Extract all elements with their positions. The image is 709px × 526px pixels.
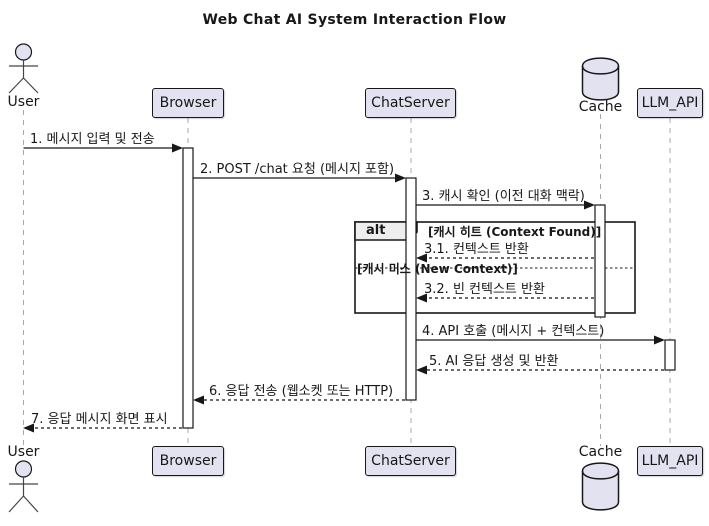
message-label-5: 5. AI 응답 생성 및 반환	[429, 354, 559, 369]
participant-user-top: User	[7, 94, 40, 110]
message-label-7: 7. 응답 메시지 화면 표시	[31, 412, 168, 427]
participant-llm-api-top: LLM_API	[637, 88, 703, 118]
activation-chatserver	[405, 177, 417, 401]
message-label-3-2: 3.2. 빈 컨텍스트 반환	[424, 282, 545, 297]
database-icon	[581, 57, 620, 101]
message-label-4: 4. API 호출 (메시지 + 컨텍스트)	[422, 324, 605, 339]
diagram-title: Web Chat AI System Interaction Flow	[202, 12, 507, 28]
alt-fragment-frame	[354, 221, 636, 314]
message-label-6: 6. 응답 전송 (웹소켓 또는 HTTP)	[209, 384, 394, 399]
message-arrows	[23, 143, 665, 433]
message-label-2: 2. POST /chat 요청 (메시지 포함)	[200, 162, 395, 177]
alt-condition-miss: [캐시 미스 (New Context)]	[357, 262, 518, 276]
activation-llm-api	[664, 339, 676, 371]
activation-browser	[182, 147, 194, 429]
participant-browser-bottom: Browser	[152, 446, 224, 476]
user-actor-icon	[8, 43, 39, 94]
participant-chatserver-top: ChatServer	[365, 88, 456, 118]
alt-condition-hit: [캐시 히트 (Context Found)]	[428, 225, 602, 239]
participant-chatserver-bottom: ChatServer	[365, 446, 456, 476]
participant-browser-top: Browser	[152, 88, 224, 118]
alt-operator-label: alt	[366, 223, 386, 238]
message-label-3: 3. 캐시 확인 (이전 대화 맥락)	[422, 189, 585, 204]
participant-llm-api-bottom: LLM_API	[637, 446, 703, 476]
message-label-3-1: 3.1. 컨텍스트 반환	[424, 242, 529, 257]
activation-bars	[182, 147, 676, 429]
participant-cache-top: Cache	[578, 99, 623, 115]
participant-user-bottom: User	[7, 444, 40, 460]
participant-cache-bottom: Cache	[578, 444, 623, 460]
message-label-1: 1. 메시지 입력 및 전송	[30, 132, 155, 147]
activation-cache	[594, 204, 606, 318]
user-actor-icon-bottom	[8, 460, 39, 513]
database-icon-bottom	[581, 462, 620, 511]
